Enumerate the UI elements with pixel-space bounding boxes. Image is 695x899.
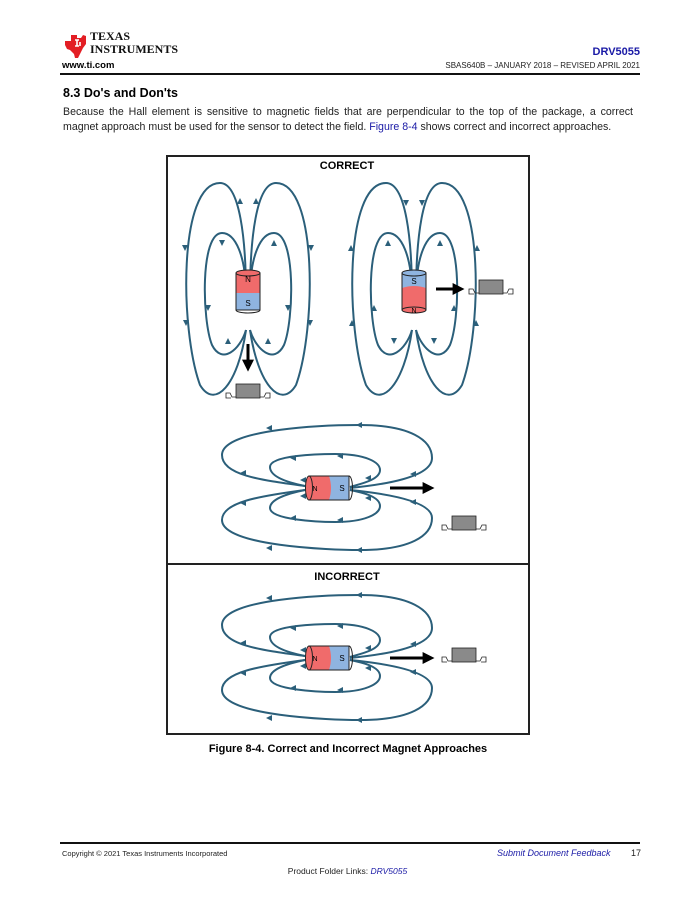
figure-divider xyxy=(166,563,528,565)
logo-line-2: INSTRUMENTS xyxy=(90,42,179,56)
folder-links-label: Product Folder Links: xyxy=(287,866,371,876)
ti-logo-icon xyxy=(65,35,86,58)
pole-s-3: S xyxy=(339,484,344,493)
field-lines-vertical-right xyxy=(351,181,477,396)
pole-n-3: N xyxy=(312,486,317,493)
doc-revision: SBAS640B – JANUARY 2018 – REVISED APRIL … xyxy=(445,61,640,70)
magnet-vertical-2 xyxy=(401,269,427,314)
sensor-package-3 xyxy=(441,515,487,531)
correct-label: CORRECT xyxy=(319,160,375,172)
pole-s-2: S xyxy=(411,277,416,286)
field-arrows-1 xyxy=(182,198,314,344)
pole-s-1: S xyxy=(245,299,250,308)
figure-frame xyxy=(166,155,530,735)
magnet-horizontal-1 xyxy=(305,475,353,501)
sensor-package-1 xyxy=(225,383,271,399)
ti-logo-wordmark: TEXAS INSTRUMENTS xyxy=(90,30,178,56)
header-rule xyxy=(60,73,640,75)
pole-s-4: S xyxy=(339,654,344,663)
product-folder-links: Product Folder Links: DRV5055 xyxy=(0,866,695,877)
footer-rule xyxy=(60,842,640,844)
copyright-text: Copyright © 2021 Texas Instruments Incor… xyxy=(62,849,228,858)
field-lines-vertical-left xyxy=(185,181,311,396)
submit-feedback-link[interactable]: Submit Document Feedback xyxy=(497,848,611,858)
pole-n-4: N xyxy=(312,656,317,663)
figure-link[interactable]: Figure 8-4 xyxy=(369,120,418,133)
magnet-vertical-1 xyxy=(235,269,261,314)
pole-n-2: N xyxy=(411,308,416,315)
logo-line-1: TEXAS xyxy=(90,29,131,43)
pole-n-1: N xyxy=(245,275,251,284)
folder-link-drv5055[interactable]: DRV5055 xyxy=(370,866,408,876)
field-arrows-2 xyxy=(348,200,480,344)
website-link[interactable]: www.ti.com xyxy=(62,60,115,71)
field-arrows-4 xyxy=(240,592,416,723)
sensor-package-4 xyxy=(441,647,487,663)
field-lines-horizontal-1 xyxy=(220,423,434,552)
page-number: 17 xyxy=(631,848,642,858)
figure-caption: Figure 8-4. Correct and Incorrect Magnet… xyxy=(208,743,488,755)
section-title: 8.3 Do's and Don'ts xyxy=(63,86,178,100)
field-lines-horizontal-2 xyxy=(220,593,434,722)
incorrect-label: INCORRECT xyxy=(314,571,380,583)
paragraph-text-end: shows correct and incorrect approaches. xyxy=(417,120,612,133)
field-arrows-3 xyxy=(240,422,416,553)
magnet-horizontal-2 xyxy=(305,645,353,671)
sensor-package-2 xyxy=(468,279,514,295)
doc-id: DRV5055 xyxy=(592,46,641,58)
paragraph-text: Because the Hall element is sensitive to… xyxy=(63,106,633,133)
section-paragraph: Because the Hall element is sensitive to… xyxy=(63,105,633,134)
